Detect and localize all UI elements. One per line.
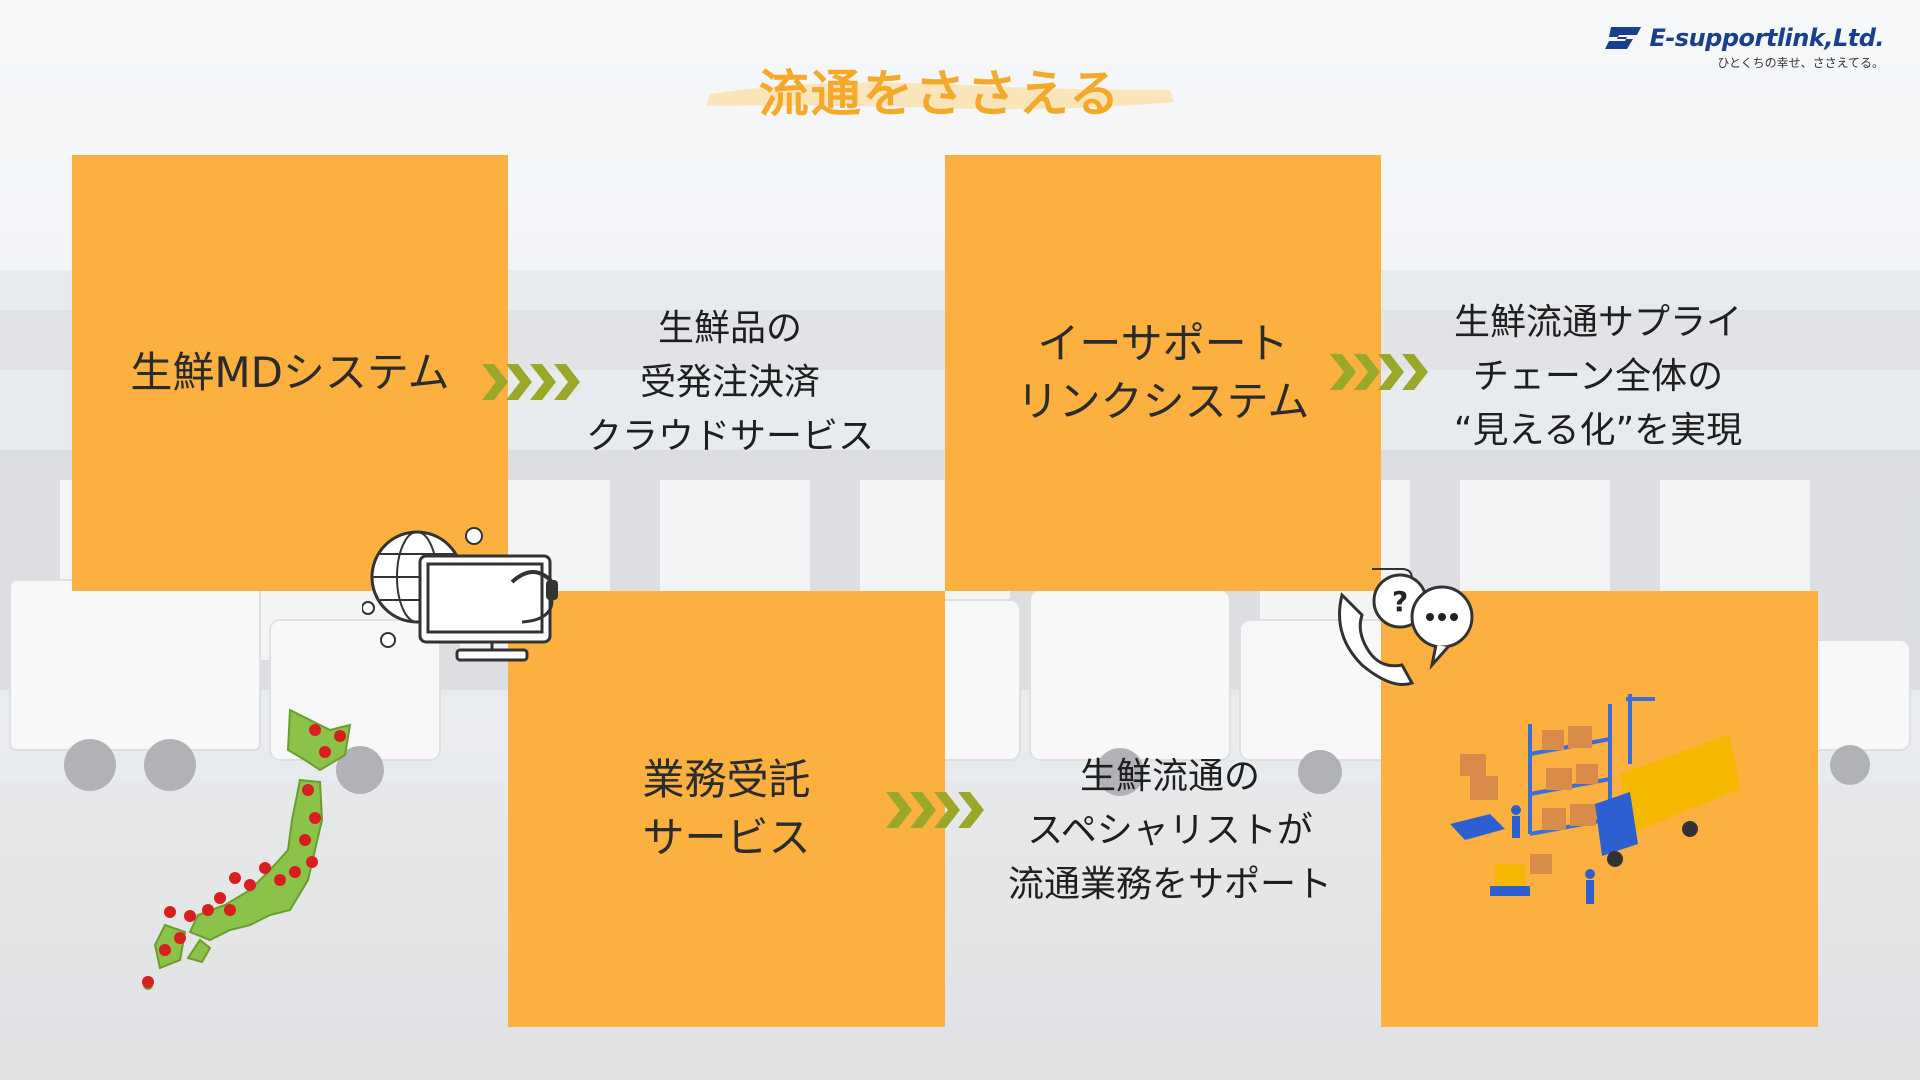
company-tagline: ひとくちの幸せ、ささえてる。 [1717, 56, 1884, 70]
company-logo: E-supportlink,Ltd. ひとくちの幸せ、ささえてる。 [1603, 24, 1884, 71]
logistics-illustration-icon [1449, 694, 1740, 904]
chevron-arrows-icon [1330, 354, 1428, 390]
company-name: E-supportlink,Ltd. [1649, 24, 1884, 52]
service-description-outsourcing: 生鮮流通の スペシャリストが 流通業務をサポート [1007, 756, 1332, 905]
service-description-supportlink-system: 生鮮流通サプライ チェーン全体の “見える化”を実現 [1453, 302, 1743, 451]
svg-text:?: ? [1392, 585, 1408, 618]
logistics-illustration-box [1381, 591, 1818, 1027]
service-label-md-system: 生鮮MDシステム [130, 348, 450, 397]
chevron-arrows-icon [482, 364, 580, 400]
service-box-md-system: 生鮮MDシステム [72, 155, 508, 591]
service-description-md-system: 生鮮品の 受発注決済 クラウドサービス [585, 308, 874, 457]
service-label-outsourcing: 業務受託 サービス [642, 755, 811, 862]
service-box-outsourcing: 業務受託 サービス [508, 591, 945, 1027]
service-label-supportlink-system: イーサポート リンクシステム [1016, 319, 1310, 426]
brush-stroke-decoration [706, 82, 1174, 110]
page-title-area: 流通をささえる [700, 62, 1180, 126]
logo-mark-icon [1605, 27, 1642, 49]
globe-monitor-headset-icon [362, 527, 558, 662]
service-box-supportlink-system: イーサポート リンクシステム [945, 155, 1381, 591]
chevron-arrows-icon [886, 792, 984, 828]
page-title: 流通をささえる [758, 65, 1122, 123]
phone-chat-icon: ? [1338, 568, 1474, 686]
japan-map-icon [142, 708, 352, 990]
